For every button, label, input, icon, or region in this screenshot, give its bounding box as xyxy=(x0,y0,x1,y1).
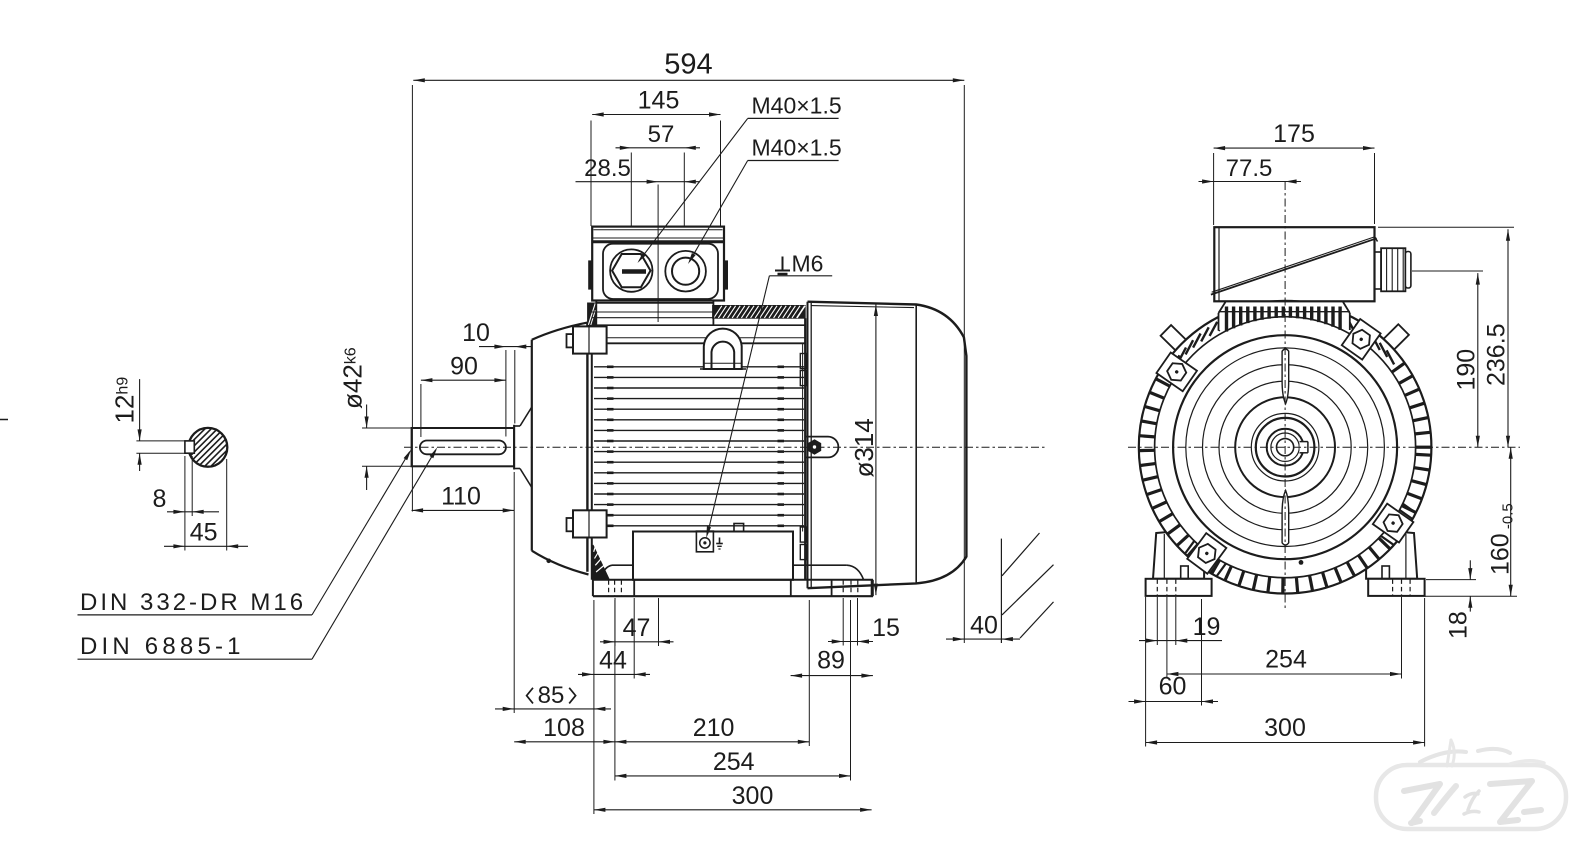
svg-text:45: 45 xyxy=(190,519,218,547)
svg-text:15: 15 xyxy=(872,614,900,642)
svg-text:8: 8 xyxy=(153,485,167,513)
svg-text:60: 60 xyxy=(1159,673,1187,701)
svg-text:300: 300 xyxy=(732,782,774,810)
svg-text:DIN 6885-1: DIN 6885-1 xyxy=(80,633,245,660)
svg-text:254: 254 xyxy=(1265,646,1307,674)
svg-text:10: 10 xyxy=(462,319,490,347)
svg-text:40: 40 xyxy=(970,612,998,640)
svg-text:19: 19 xyxy=(1193,613,1221,641)
svg-text:57: 57 xyxy=(648,121,675,148)
svg-text:236.5: 236.5 xyxy=(1483,323,1511,386)
svg-text:210: 210 xyxy=(693,714,735,742)
svg-text:145: 145 xyxy=(638,87,680,115)
svg-text:M40×1.5: M40×1.5 xyxy=(752,135,842,161)
svg-text:M6: M6 xyxy=(792,251,824,277)
svg-text:ø314: ø314 xyxy=(849,418,879,477)
svg-text:28.5: 28.5 xyxy=(584,155,631,182)
svg-text:254: 254 xyxy=(713,748,755,776)
svg-text:85: 85 xyxy=(538,682,565,709)
svg-text:77.5: 77.5 xyxy=(1226,155,1273,182)
svg-text:18: 18 xyxy=(1445,611,1473,639)
svg-text:594: 594 xyxy=(664,49,712,81)
svg-text:44: 44 xyxy=(599,647,627,675)
svg-text:M40×1.5: M40×1.5 xyxy=(752,93,842,119)
svg-text:110: 110 xyxy=(441,483,481,511)
svg-text:108: 108 xyxy=(543,714,585,742)
svg-text:300: 300 xyxy=(1264,714,1306,742)
svg-text:175: 175 xyxy=(1273,120,1315,148)
svg-text:190: 190 xyxy=(1453,349,1481,391)
svg-text:89: 89 xyxy=(817,647,845,675)
svg-text:90: 90 xyxy=(450,353,478,381)
svg-text:DIN 332-DR M16: DIN 332-DR M16 xyxy=(80,589,306,616)
svg-text:47: 47 xyxy=(623,614,651,642)
